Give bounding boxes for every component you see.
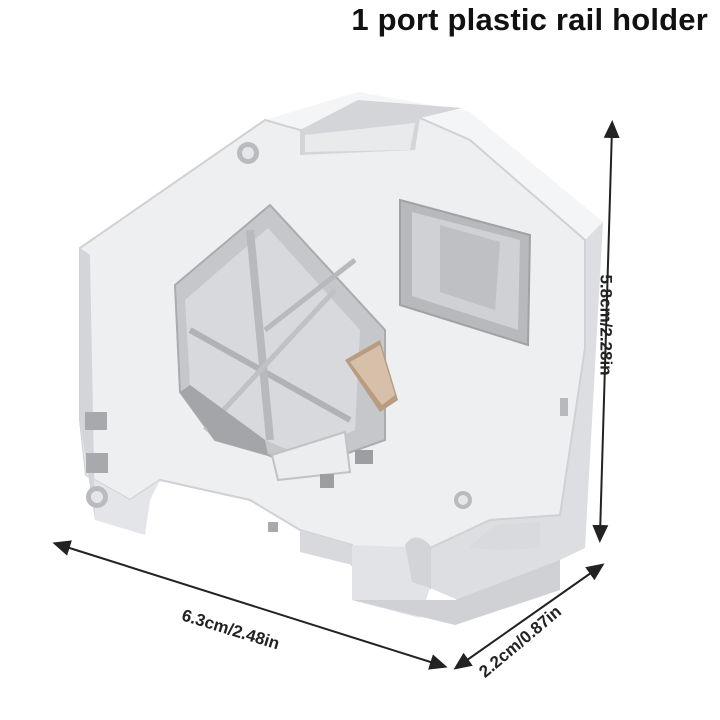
dimension-lines: [52, 120, 620, 670]
side-slots: [85, 398, 568, 532]
mount-holes: [86, 142, 472, 509]
height-label: 5.8cm/2.28in: [596, 274, 616, 376]
port-opening: [173, 203, 398, 488]
product-title: 1 port plastic rail holder: [351, 2, 708, 37]
side-window: [399, 198, 532, 347]
label-window: [300, 100, 462, 155]
